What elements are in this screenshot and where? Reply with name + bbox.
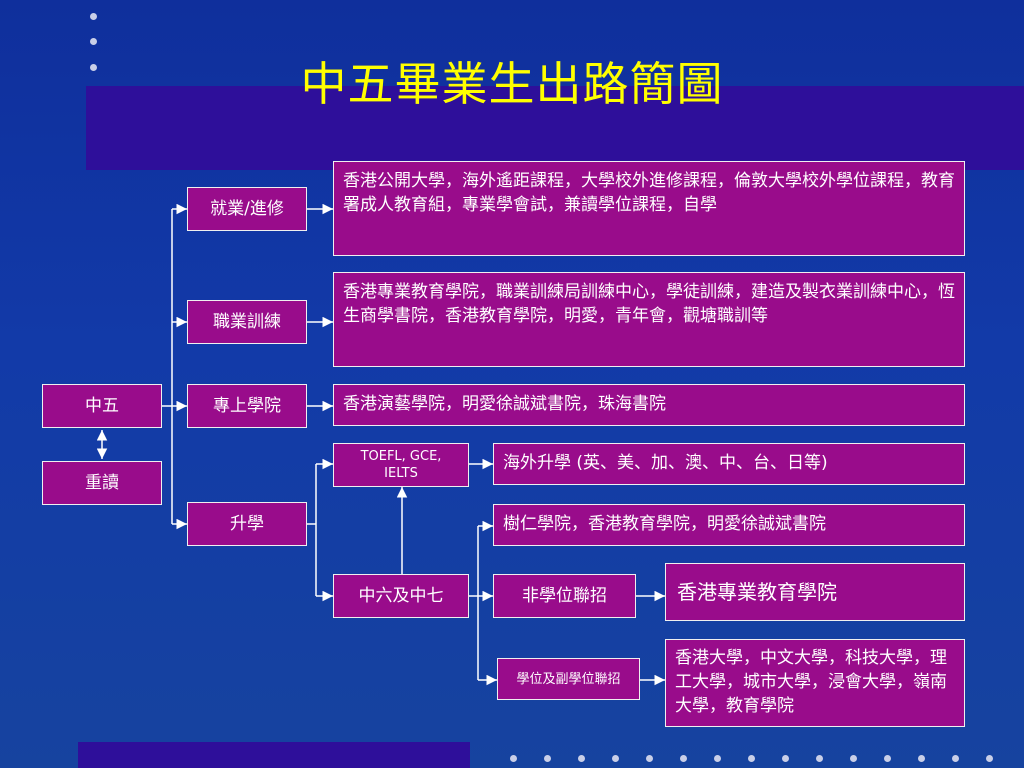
node-shengxue-desc: 樹仁學院，香港教育學院，明愛徐誠斌書院 [493,504,965,546]
node-ive: 香港專業教育學院 [665,563,965,621]
decor-dot [612,755,619,762]
decor-dot [680,755,687,762]
node-zhiye-desc: 香港專業教育學院，職業訓練局訓練中心，學徒訓練，建造及製衣業訓練中心，恆生商學書… [333,272,965,367]
node-chongdu: 重讀 [42,461,162,505]
decor-dot [782,755,789,762]
decor-dot [816,755,823,762]
decor-dot [544,755,551,762]
node-degree: 學位及副學位聯招 [497,658,640,700]
decor-dot [646,755,653,762]
decor-dot [510,755,517,762]
decor-dot [90,64,97,71]
node-overseas: 海外升學 (英、美、加、澳、中、台、日等) [493,443,965,485]
node-zhiye: 職業訓練 [187,300,307,344]
decor-dot [578,755,585,762]
node-zhongwu: 中五 [42,384,162,428]
node-zhuanshang: 專上學院 [187,384,307,428]
node-exams: TOEFL, GCE, IELTS [333,443,469,487]
decor-dot [714,755,721,762]
decor-dot [918,755,925,762]
decor-dot [90,38,97,45]
decor-dot [952,755,959,762]
node-jiuye: 就業/進修 [187,187,307,231]
decor-dot [748,755,755,762]
footer-band [78,742,470,768]
node-zhuanshang-desc: 香港演藝學院，明愛徐誠斌書院，珠海書院 [333,384,965,426]
node-zhongliu: 中六及中七 [333,574,469,618]
decor-dot [986,755,993,762]
decor-dot [884,755,891,762]
decor-dot [850,755,857,762]
node-shengxue: 升學 [187,502,307,546]
header-band [86,86,1024,170]
page-title: 中五畢業生出路簡圖 [300,57,724,111]
decor-dot [90,13,97,20]
node-non-degree: 非學位聯招 [493,574,636,618]
node-jiuye-desc: 香港公開大學，海外遙距課程，大學校外進修課程，倫敦大學校外學位課程，教育署成人教… [333,161,965,256]
node-degree-desc: 香港大學，中文大學，科技大學，理工大學，城市大學，浸會大學，嶺南大學，教育學院 [665,639,965,727]
